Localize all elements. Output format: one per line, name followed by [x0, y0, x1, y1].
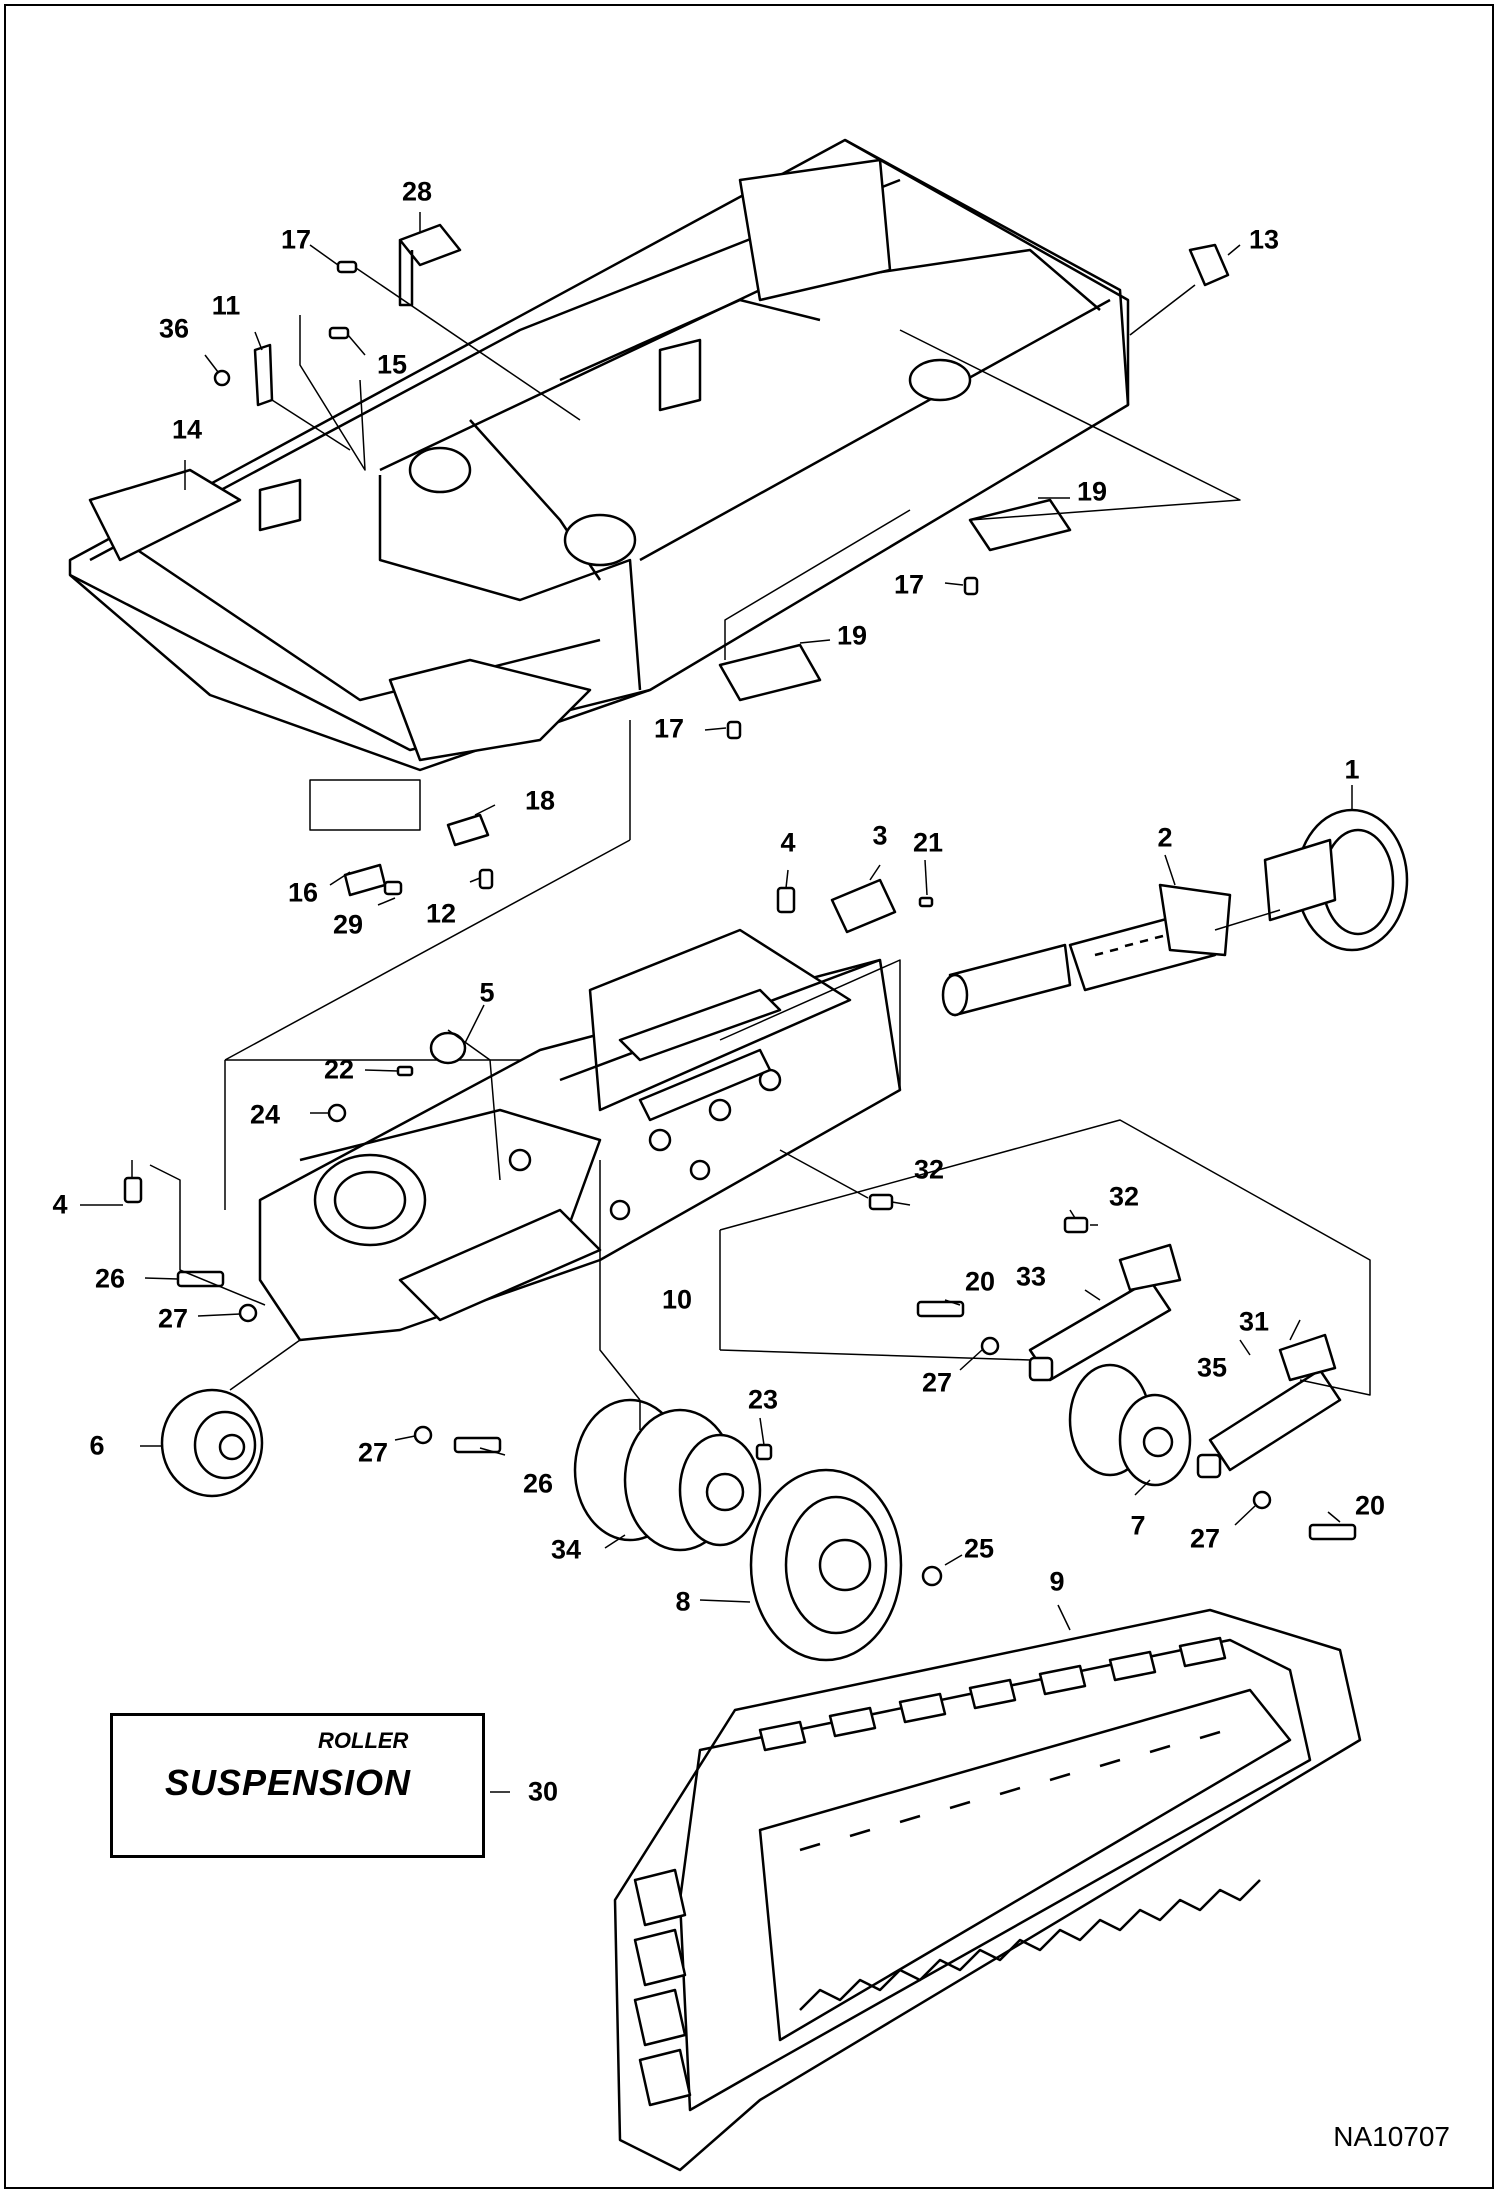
- callout-27: 27: [1189, 1523, 1221, 1554]
- callout-27: 27: [357, 1437, 389, 1468]
- callout-31: 31: [1238, 1306, 1270, 1337]
- bolt-17b: [963, 576, 979, 596]
- callout-20: 20: [964, 1266, 996, 1297]
- callout-27: 27: [157, 1303, 189, 1334]
- callout-21: 21: [912, 827, 944, 858]
- bolt-12: [478, 868, 494, 890]
- washer-27a: [238, 1303, 258, 1323]
- callout-19: 19: [1076, 476, 1108, 507]
- callout-11: 11: [211, 290, 241, 321]
- bolt-17c: [726, 720, 742, 740]
- callout-9: 9: [1049, 1566, 1065, 1597]
- callout-26: 26: [522, 1468, 554, 1499]
- main-frame: [68, 138, 1130, 772]
- bolt-32b: [1063, 1216, 1089, 1234]
- bracket-11: [253, 343, 274, 407]
- bolt-20a: [916, 1300, 965, 1318]
- drive-motor: [573, 1398, 762, 1552]
- tension-cylinder: [941, 883, 1232, 1017]
- track-frame: [258, 928, 902, 1342]
- callout-20: 20: [1354, 1490, 1386, 1521]
- callout-19: 19: [836, 620, 868, 651]
- drawing-frame: [4, 4, 1494, 2189]
- suspension-arm-35: [1196, 1333, 1342, 1479]
- callout-18: 18: [524, 785, 556, 816]
- callout-16: 16: [287, 877, 319, 908]
- callout-7: 7: [1130, 1510, 1146, 1541]
- nut-24: [327, 1103, 347, 1123]
- bolt-32a: [868, 1193, 894, 1211]
- cover-19b: [718, 643, 822, 702]
- callout-10: 10: [661, 1284, 693, 1315]
- callout-22: 22: [323, 1054, 355, 1085]
- bolt-26b: [453, 1436, 502, 1454]
- plate-16: [343, 863, 387, 897]
- callout-32: 32: [1108, 1181, 1140, 1212]
- callout-25: 25: [963, 1533, 995, 1564]
- front-idler: [1263, 808, 1409, 952]
- callout-29: 29: [332, 909, 364, 940]
- bolt-21: [918, 896, 934, 908]
- bolt-20b: [1308, 1523, 1357, 1541]
- track-roller: [1068, 1363, 1192, 1487]
- callout-17: 17: [653, 713, 685, 744]
- callout-5: 5: [479, 977, 495, 1008]
- callout-26: 26: [94, 1263, 126, 1294]
- callout-28: 28: [401, 176, 433, 207]
- callout-2: 2: [1157, 822, 1173, 853]
- logo-top-word: ROLLER: [318, 1728, 409, 1753]
- callout-12: 12: [425, 898, 457, 929]
- bolt-17a: [336, 260, 358, 274]
- bolt-22: [396, 1065, 414, 1077]
- bolt-29: [383, 880, 403, 896]
- washer-27c: [980, 1336, 1000, 1356]
- logo-decal-box: ROLLER SUSPENSION: [110, 1713, 485, 1858]
- plate-18: [446, 813, 490, 847]
- nut-36: [213, 369, 231, 387]
- logo-main-word: SUSPENSION: [165, 1762, 412, 1803]
- bolt-23: [755, 1443, 773, 1461]
- bolt-4a: [776, 886, 796, 914]
- bracket-28: [398, 223, 462, 307]
- callout-36: 36: [158, 313, 190, 344]
- callout-30: 30: [527, 1776, 559, 1807]
- callout-35: 35: [1196, 1352, 1228, 1383]
- drive-sprocket: [749, 1468, 903, 1662]
- decal-5: [429, 1031, 467, 1065]
- bolt-15: [328, 326, 350, 340]
- callout-8: 8: [675, 1586, 691, 1617]
- front-roller: [160, 1388, 264, 1498]
- callout-32: 32: [913, 1154, 945, 1185]
- callout-4: 4: [52, 1189, 68, 1220]
- callout-17: 17: [280, 224, 312, 255]
- callout-6: 6: [89, 1430, 105, 1461]
- washer-27b: [413, 1425, 433, 1445]
- drawing-code: NA10707: [1333, 2121, 1450, 2152]
- suspension-arm-33: [1028, 1243, 1182, 1382]
- clip-13: [1188, 243, 1230, 287]
- washer-27d: [1252, 1490, 1272, 1510]
- callout-33: 33: [1015, 1261, 1047, 1292]
- callout-17: 17: [893, 569, 925, 600]
- callout-1: 1: [1344, 754, 1360, 785]
- callout-13: 13: [1248, 224, 1280, 255]
- cover-19a: [968, 498, 1072, 552]
- callout-24: 24: [249, 1099, 281, 1130]
- callout-23: 23: [747, 1384, 779, 1415]
- callout-4: 4: [780, 827, 796, 858]
- bolt-4b: [123, 1176, 143, 1204]
- rubber-track: [613, 1608, 1362, 2172]
- callout-3: 3: [872, 820, 888, 851]
- callout-15: 15: [376, 349, 408, 380]
- callout-14: 14: [171, 414, 203, 445]
- callout-34: 34: [550, 1534, 582, 1565]
- callout-27: 27: [921, 1367, 953, 1398]
- nut-25: [921, 1565, 943, 1587]
- plate-3: [830, 878, 897, 934]
